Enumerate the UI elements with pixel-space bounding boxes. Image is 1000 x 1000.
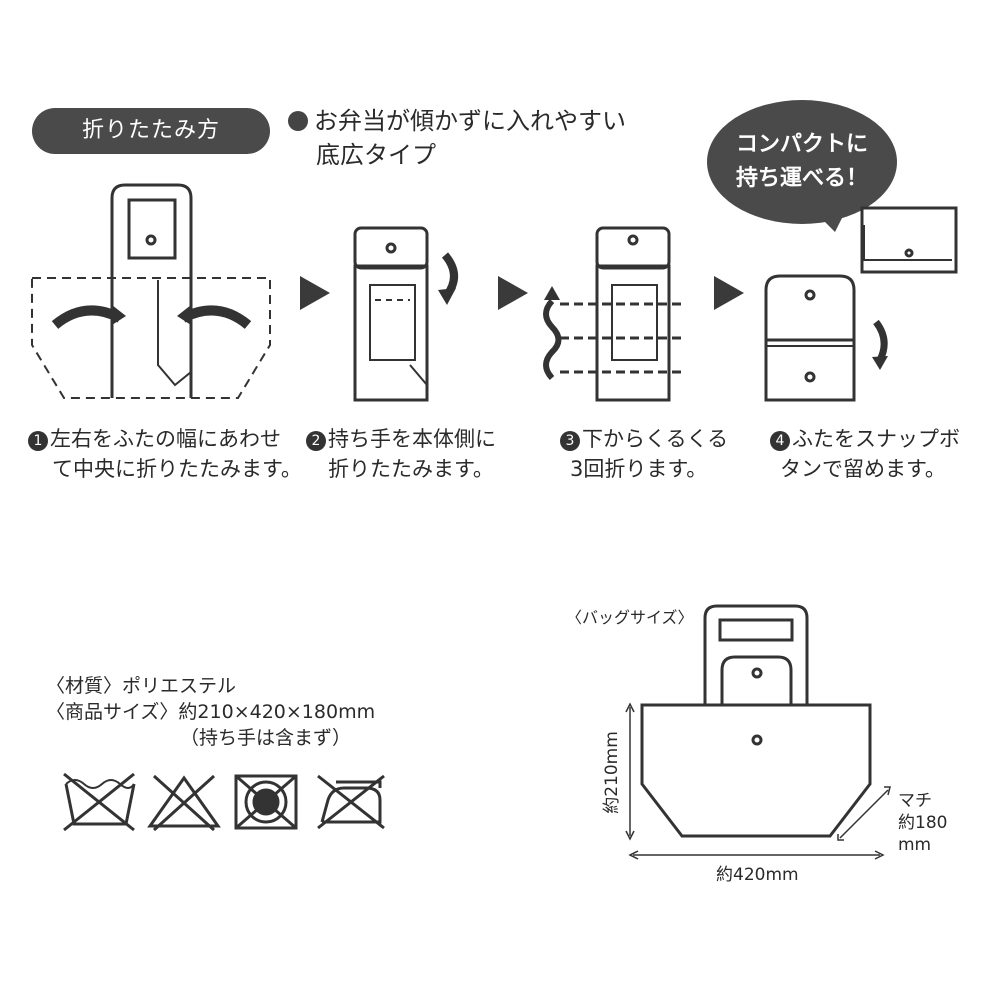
step4-illustration (764, 206, 958, 402)
no-bleach-icon (147, 774, 221, 832)
gusset-dimension: マチ 約180 mm (898, 791, 948, 855)
no-wash-icon (63, 772, 136, 832)
feature-text: お弁当が傾かずに入れやすい 底広タイプ (288, 104, 626, 172)
next-step-arrow-icon (300, 276, 330, 310)
step-number-badge: 3 (560, 431, 580, 451)
width-dimension: 約420mm (716, 865, 799, 885)
folding-method-label: 折りたたみ方 (32, 108, 270, 154)
speech-bubble (707, 100, 897, 232)
step3-illustration (543, 226, 685, 402)
step1-illustration (31, 183, 271, 399)
feature-line-1: お弁当が傾かずに入れやすい (288, 104, 626, 138)
bubble-line-1: コンパクトに (735, 132, 868, 157)
step-number-badge: 2 (306, 431, 326, 451)
size-note: （持ち手は含まず） (180, 727, 352, 749)
no-iron-icon (317, 774, 385, 830)
bag-size-title: 〈バッグサイズ〉 (566, 608, 694, 627)
feature-line-2: 底広タイプ (316, 141, 436, 169)
bubble-line-2: 持ち運べる！ (735, 166, 868, 191)
next-step-arrow-icon (714, 276, 744, 310)
product-size-spec: 〈商品サイズ〉約210×420×180mm (46, 701, 376, 723)
height-dimension: 約210mm (601, 731, 622, 814)
step2-illustration (353, 226, 458, 402)
material-spec: 〈材質〉ポリエステル (46, 675, 237, 697)
next-step-arrow-icon (498, 276, 528, 310)
step-number-badge: 1 (28, 431, 48, 451)
compact-speech-text: コンパクトに 持ち運べる！ (712, 128, 892, 196)
bag-size-diagram (625, 604, 891, 860)
step-number-badge: 4 (770, 431, 790, 451)
no-tumble-dry-icon (234, 774, 298, 830)
bullet-icon (288, 111, 308, 131)
